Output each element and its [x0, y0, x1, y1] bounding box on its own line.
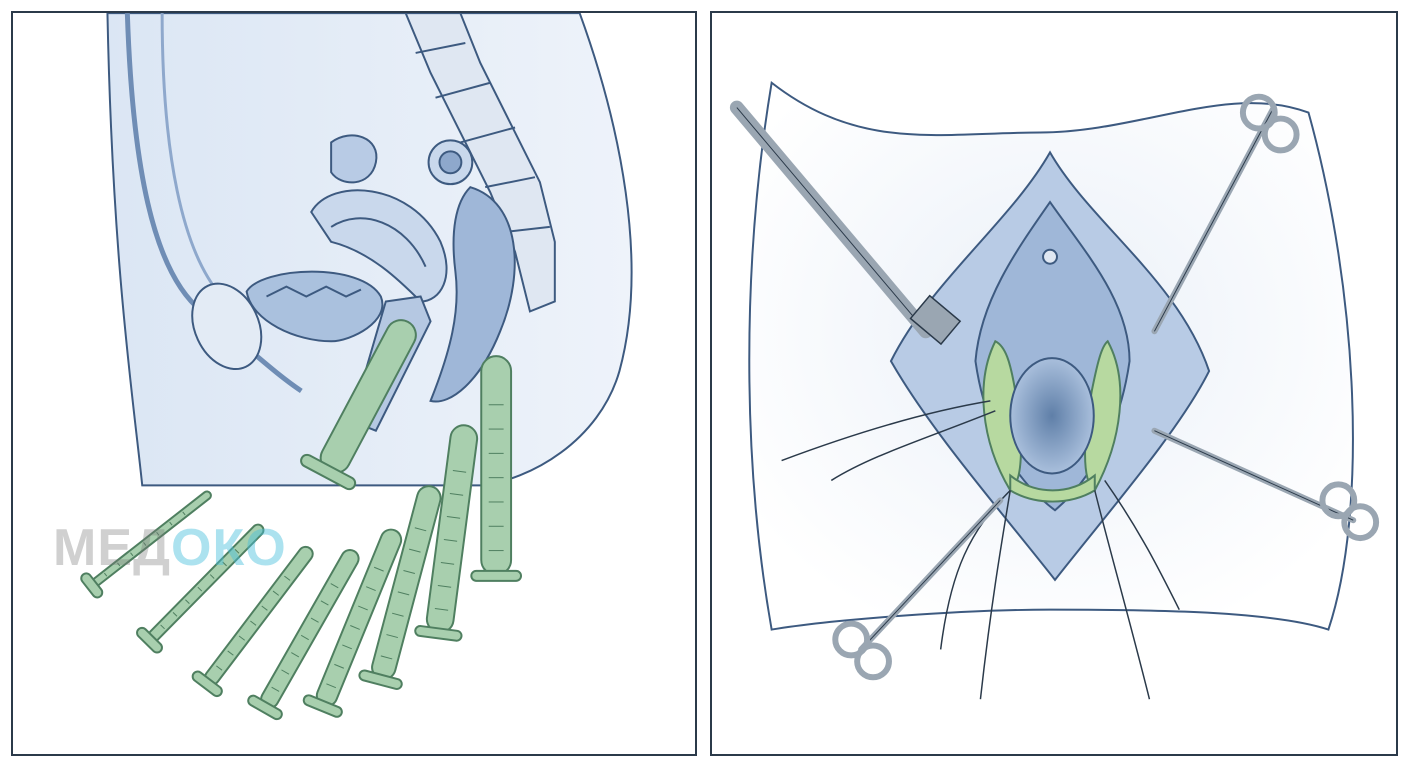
- surgical-field-illustration: [729, 80, 1380, 700]
- watermark-text-b: ОКО: [171, 519, 287, 577]
- rectum: [429, 186, 516, 403]
- dilator-set: [80, 355, 523, 721]
- dilator-4: [247, 549, 360, 721]
- abdominal-wall: [124, 13, 303, 394]
- dilator-1: [80, 490, 212, 599]
- forceps-right-instrument: [1151, 427, 1380, 542]
- ovary: [330, 134, 378, 184]
- graft-bottom: [1009, 473, 1096, 503]
- dilator-7: [414, 424, 479, 642]
- dilator-5: [302, 528, 403, 718]
- watermark-text-a: МЕД: [53, 519, 172, 577]
- dilator-2: [136, 523, 265, 654]
- inserted-dilator: [300, 319, 417, 491]
- sutures: [781, 400, 1180, 700]
- dilator-8: [470, 355, 523, 582]
- watermark-logo: МЕДОКО: [53, 518, 287, 578]
- forceps-top-right-instrument: [1151, 93, 1300, 335]
- canal-opening: [1009, 357, 1095, 475]
- surgical-instruments: [729, 93, 1380, 681]
- uterus: [310, 189, 448, 303]
- graft-left: [982, 339, 1022, 492]
- sacrum-spine: [404, 13, 556, 313]
- pubic-bone: [191, 282, 263, 371]
- right-illustration-panel: [710, 11, 1398, 756]
- graft-right: [1084, 339, 1122, 492]
- left-illustration-panel: МЕДОКО: [11, 11, 697, 756]
- dilator-6: [358, 485, 442, 690]
- dilator-3: [191, 545, 314, 698]
- pelvis-sagittal-illustration: [80, 13, 633, 721]
- retractor-instrument: [729, 100, 962, 346]
- forceps-bottom-left-instrument: [832, 497, 1004, 681]
